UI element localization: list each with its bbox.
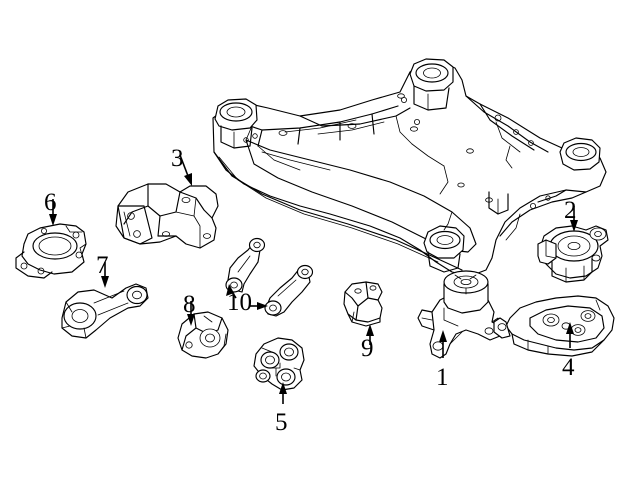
- part-7-torque-rod-link: [61, 283, 149, 339]
- part-8-engine-mount-small-bracket: [177, 311, 229, 359]
- arrowhead-4: [566, 322, 574, 334]
- part-10a-suspension-link-arm-left: [225, 237, 266, 293]
- part-subframe-crossmember: [212, 58, 607, 277]
- part-6-mount-plate-flat: [15, 223, 87, 279]
- arrowhead-2: [570, 220, 578, 232]
- arrowhead-10b: [257, 302, 268, 310]
- callout-label-2: 2: [564, 197, 577, 224]
- subframe-boss-right-lower: [559, 137, 601, 171]
- arrowhead-10a: [226, 284, 234, 296]
- callout-label-6: 6: [44, 189, 57, 216]
- subframe-boss-left-upper: [214, 98, 258, 149]
- callout-label-9: 9: [361, 335, 374, 362]
- part-5-transmission-mount-bracket: [253, 337, 305, 391]
- callout-label-10: 10: [227, 289, 252, 316]
- arrowhead-6: [49, 214, 57, 226]
- subframe-boss-bottom: [423, 225, 465, 273]
- part-10b-suspension-link-arm-right: [264, 264, 314, 317]
- part-9-heat-shield-bracket: [343, 281, 383, 327]
- arrowhead-3: [184, 173, 192, 186]
- arrowhead-9: [366, 324, 374, 336]
- callout-label-3: 3: [171, 145, 184, 172]
- arrowhead-7: [101, 276, 109, 288]
- subframe-boss-right-upper: [400, 58, 454, 126]
- part-2-engine-mount-upper-round: [537, 225, 609, 283]
- callout-label-8: 8: [183, 291, 196, 318]
- part-4-engine-mount-support-bracket-right: [493, 295, 615, 357]
- arrowhead-8: [187, 314, 195, 326]
- callout-label-1: 1: [436, 364, 449, 391]
- part-3-engine-mount-bracket-left: [115, 183, 219, 249]
- leader-3: [179, 154, 189, 177]
- callout-leaders: [49, 154, 578, 404]
- callout-label-4: 4: [562, 354, 575, 381]
- arrowhead-1: [439, 330, 447, 342]
- callout-label-7: 7: [96, 252, 109, 279]
- part-1-engine-mount-right-hydraulic: [417, 270, 501, 359]
- callout-label-5: 5: [275, 409, 288, 436]
- arrowhead-5: [279, 382, 287, 394]
